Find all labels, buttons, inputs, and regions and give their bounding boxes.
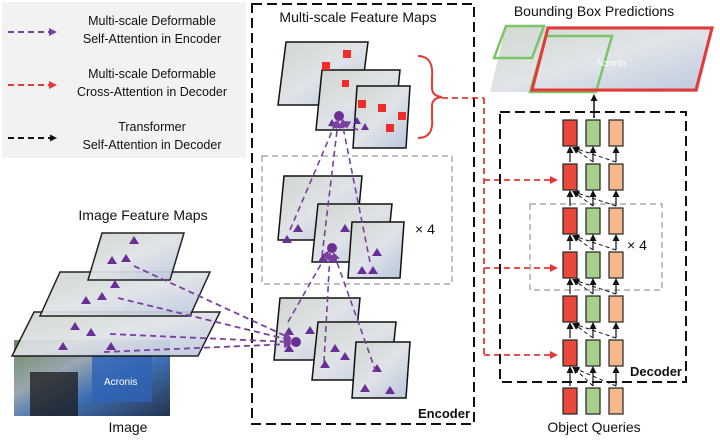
image-feature-map-stack	[10, 232, 222, 357]
photo-sponsor-text: Acronis	[104, 377, 137, 388]
query-cell	[562, 387, 578, 415]
decoder-query-columns	[562, 119, 624, 415]
image-feature-points	[58, 236, 139, 350]
decoder-repeat-box	[529, 203, 663, 291]
legend-item-3-line2: Self-Attention in Decoder	[83, 138, 222, 152]
query-cell	[608, 251, 624, 279]
query-cell	[585, 207, 601, 235]
decoder-self-attention-arrow	[572, 146, 617, 163]
decoder-self-attention-arrow	[572, 234, 617, 251]
enc-in-map-3	[351, 341, 411, 399]
multi-scale-feature-maps-label: Multi-scale Feature Maps	[279, 9, 436, 25]
decoder-label: Decoder	[630, 364, 682, 379]
image-feature-map-small	[86, 232, 186, 281]
decoder-self-attention-arrow	[572, 366, 617, 387]
decoder-self-attention-arrow	[572, 190, 617, 207]
decoder-self-attention-arrow	[572, 322, 617, 339]
decoder-self-attention-arrow	[572, 322, 594, 339]
legend-item-1-line1: Multi-scale Deformable	[88, 14, 216, 28]
legend-item-1-line2: Self-Attention in Encoder	[83, 32, 221, 46]
query-cell	[585, 295, 601, 323]
query-cell	[585, 251, 601, 279]
query-cell	[585, 119, 601, 147]
decoder-self-attention-arrow	[572, 190, 594, 207]
prediction-image	[490, 26, 714, 92]
query-cell	[608, 339, 624, 367]
encoder-repeat-box	[261, 155, 453, 285]
decoder-self-attention-arrow	[572, 234, 594, 251]
legend-item-2-line2: Cross-Attention in Decoder	[77, 85, 227, 99]
cross-attention-arrows	[442, 97, 558, 359]
query-cell	[608, 207, 624, 235]
decoder-self-attention-arrow	[572, 278, 617, 295]
encoder-box	[251, 3, 475, 425]
encoder-label: Encoder	[418, 406, 470, 421]
query-cell	[608, 387, 624, 415]
query-cell	[608, 119, 624, 147]
prediction-box-green-small	[492, 24, 546, 60]
query-cell	[562, 251, 578, 279]
decoder-self-attention-arrow	[572, 278, 594, 295]
decoder-self-attention-arrow	[572, 146, 594, 163]
encoder-output-reference-points	[322, 50, 406, 132]
encoder-output-brace	[417, 55, 443, 139]
query-cell	[562, 339, 578, 367]
prediction-sponsor-text: Acronis	[596, 58, 627, 68]
query-cell	[585, 339, 601, 367]
image-feature-maps-label: Image Feature Maps	[78, 207, 207, 223]
encoder-repeat-label: × 4	[415, 221, 435, 237]
legend-item-2-line1: Multi-scale Deformable	[88, 67, 216, 81]
prediction-box-red	[530, 26, 714, 92]
query-cell	[562, 163, 578, 191]
query-cell	[562, 207, 578, 235]
legend-background	[2, 2, 246, 158]
encoder-input-maps	[273, 297, 411, 399]
query-cell	[585, 163, 601, 191]
query-cell	[585, 387, 601, 415]
legend-item-3-line1: Transformer	[118, 120, 186, 134]
bounding-box-predictions-image: Acronis	[490, 24, 714, 94]
object-queries-label: Object Queries	[547, 419, 640, 435]
legend: Multi-scale Deformable Self-Attention in…	[2, 2, 246, 158]
image-label: Image	[109, 419, 148, 435]
decoder-self-attention-arrow	[572, 366, 594, 387]
encoder-input-arrows	[103, 265, 292, 353]
bounding-box-predictions-label: Bounding Box Predictions	[514, 3, 674, 19]
query-cell	[608, 295, 624, 323]
decoder-repeat-label: × 4	[627, 237, 647, 253]
query-cell	[562, 295, 578, 323]
encoder-self-attention-arrows	[287, 120, 377, 373]
query-cell	[608, 163, 624, 191]
query-cell	[562, 119, 578, 147]
